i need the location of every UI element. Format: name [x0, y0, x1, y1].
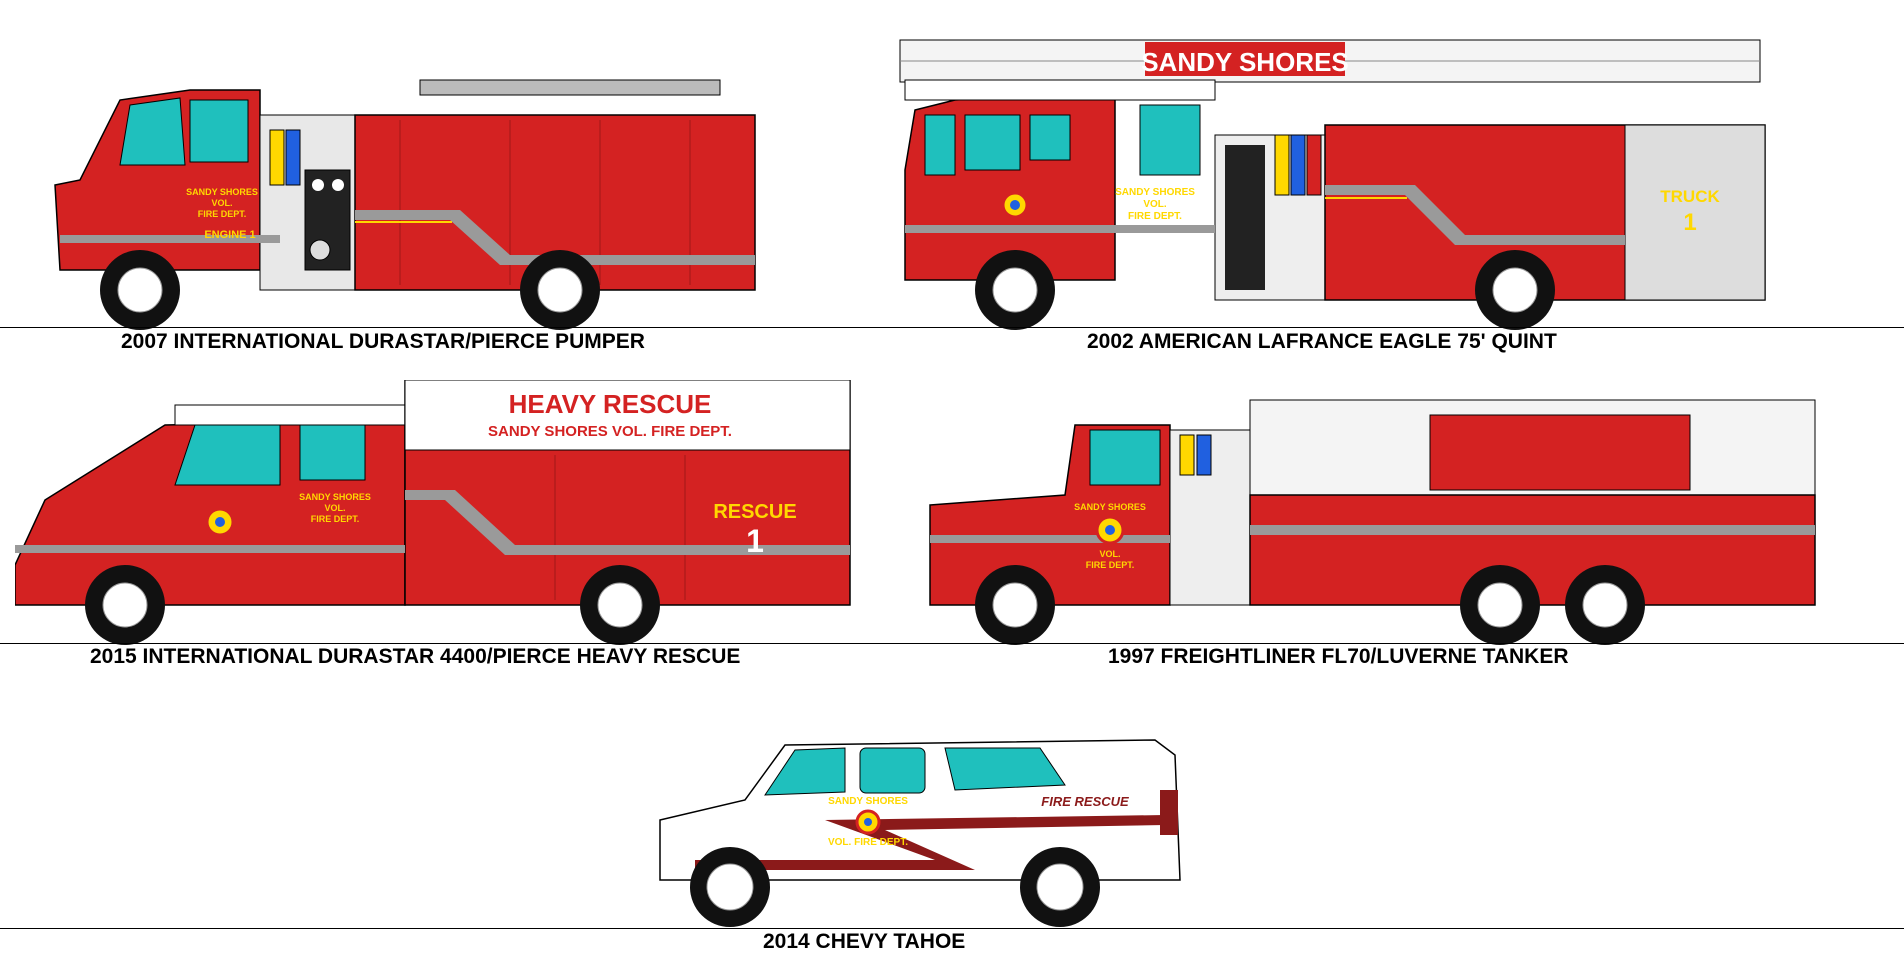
rescue-door-line3: FIRE DEPT. [311, 514, 360, 524]
vehicle-rescue: HEAVY RESCUE SANDY SHORES VOL. FIRE DEPT… [15, 380, 855, 650]
quint-door-line3: FIRE DEPT. [1128, 211, 1182, 222]
quint-ladder-text: SANDY SHORES [1141, 47, 1349, 77]
rescue-box-title: HEAVY RESCUE [509, 389, 712, 419]
quint-unit-label: TRUCK [1660, 187, 1720, 206]
ground-line-row1 [0, 327, 1904, 328]
caption-tahoe: 2014 CHEVY TAHOE [763, 930, 966, 953]
tahoe-drawing: SANDY SHORES VOL. FIRE DEPT. FIRE RESCUE [659, 739, 1181, 927]
rescue-unit-number: 1 [746, 523, 764, 559]
fire-department-emblem-icon [1001, 191, 1029, 219]
rescue-drawing: HEAVY RESCUE SANDY SHORES VOL. FIRE DEPT… [15, 380, 851, 645]
rescue-door-line2: VOL. [324, 503, 345, 513]
caption-tanker: 1997 FREIGHTLINER FL70/LUVERNE TANKER [1108, 645, 1569, 668]
pumper-unit-label: ENGINE 1 [204, 229, 255, 241]
tahoe-door-line2: VOL. FIRE DEPT. [828, 837, 908, 848]
quint-door-line2: VOL. [1143, 199, 1167, 210]
pumper-door-line1: SANDY SHORES [186, 187, 258, 197]
tanker-door-line3: FIRE DEPT. [1086, 560, 1135, 570]
vehicle-tahoe: SANDY SHORES VOL. FIRE DEPT. FIRE RESCUE [655, 730, 1185, 930]
rescue-box-subtitle: SANDY SHORES VOL. FIRE DEPT. [488, 423, 732, 440]
caption-pumper: 2007 INTERNATIONAL DURASTAR/PIERCE PUMPE… [121, 330, 645, 353]
caption-rescue: 2015 INTERNATIONAL DURASTAR 4400/PIERCE … [90, 645, 741, 668]
vehicle-tanker: SANDY SHORES VOL. FIRE DEPT. [925, 385, 1825, 650]
quint-drawing: SANDY SHORES SANDY SHORES VOL. FIRE DEP [899, 39, 1766, 330]
fire-department-emblem-icon [205, 507, 235, 537]
aerial-ladder-icon [899, 39, 1761, 83]
vehicle-pumper: SANDY SHORES VOL. FIRE DEPT. ENGINE 1 [40, 60, 760, 330]
pumper-door-line2: VOL. [211, 198, 232, 208]
fire-department-emblem-icon [1095, 515, 1125, 545]
tahoe-door-line1: SANDY SHORES [828, 796, 908, 807]
tanker-door-line1: SANDY SHORES [1074, 502, 1146, 512]
tanker-drawing: SANDY SHORES VOL. FIRE DEPT. [929, 399, 1816, 645]
tahoe-rear-label: FIRE RESCUE [1041, 794, 1129, 809]
pumper-drawing: SANDY SHORES VOL. FIRE DEPT. ENGINE 1 [54, 79, 756, 330]
rescue-door-line1: SANDY SHORES [299, 492, 371, 502]
fire-department-emblem-icon [855, 809, 881, 835]
ground-line-row2 [0, 643, 1904, 644]
tanker-door-line2: VOL. [1099, 549, 1120, 559]
pumper-door-line3: FIRE DEPT. [198, 209, 247, 219]
vehicle-quint: SANDY SHORES SANDY SHORES VOL. FIRE DEP [895, 20, 1795, 330]
ground-line-row3 [0, 928, 1904, 929]
rescue-unit-label: RESCUE [713, 501, 796, 523]
quint-unit-number: 1 [1683, 209, 1696, 236]
caption-quint: 2002 AMERICAN LAFRANCE EAGLE 75' QUINT [1087, 330, 1557, 353]
quint-door-line1: SANDY SHORES [1115, 187, 1195, 198]
